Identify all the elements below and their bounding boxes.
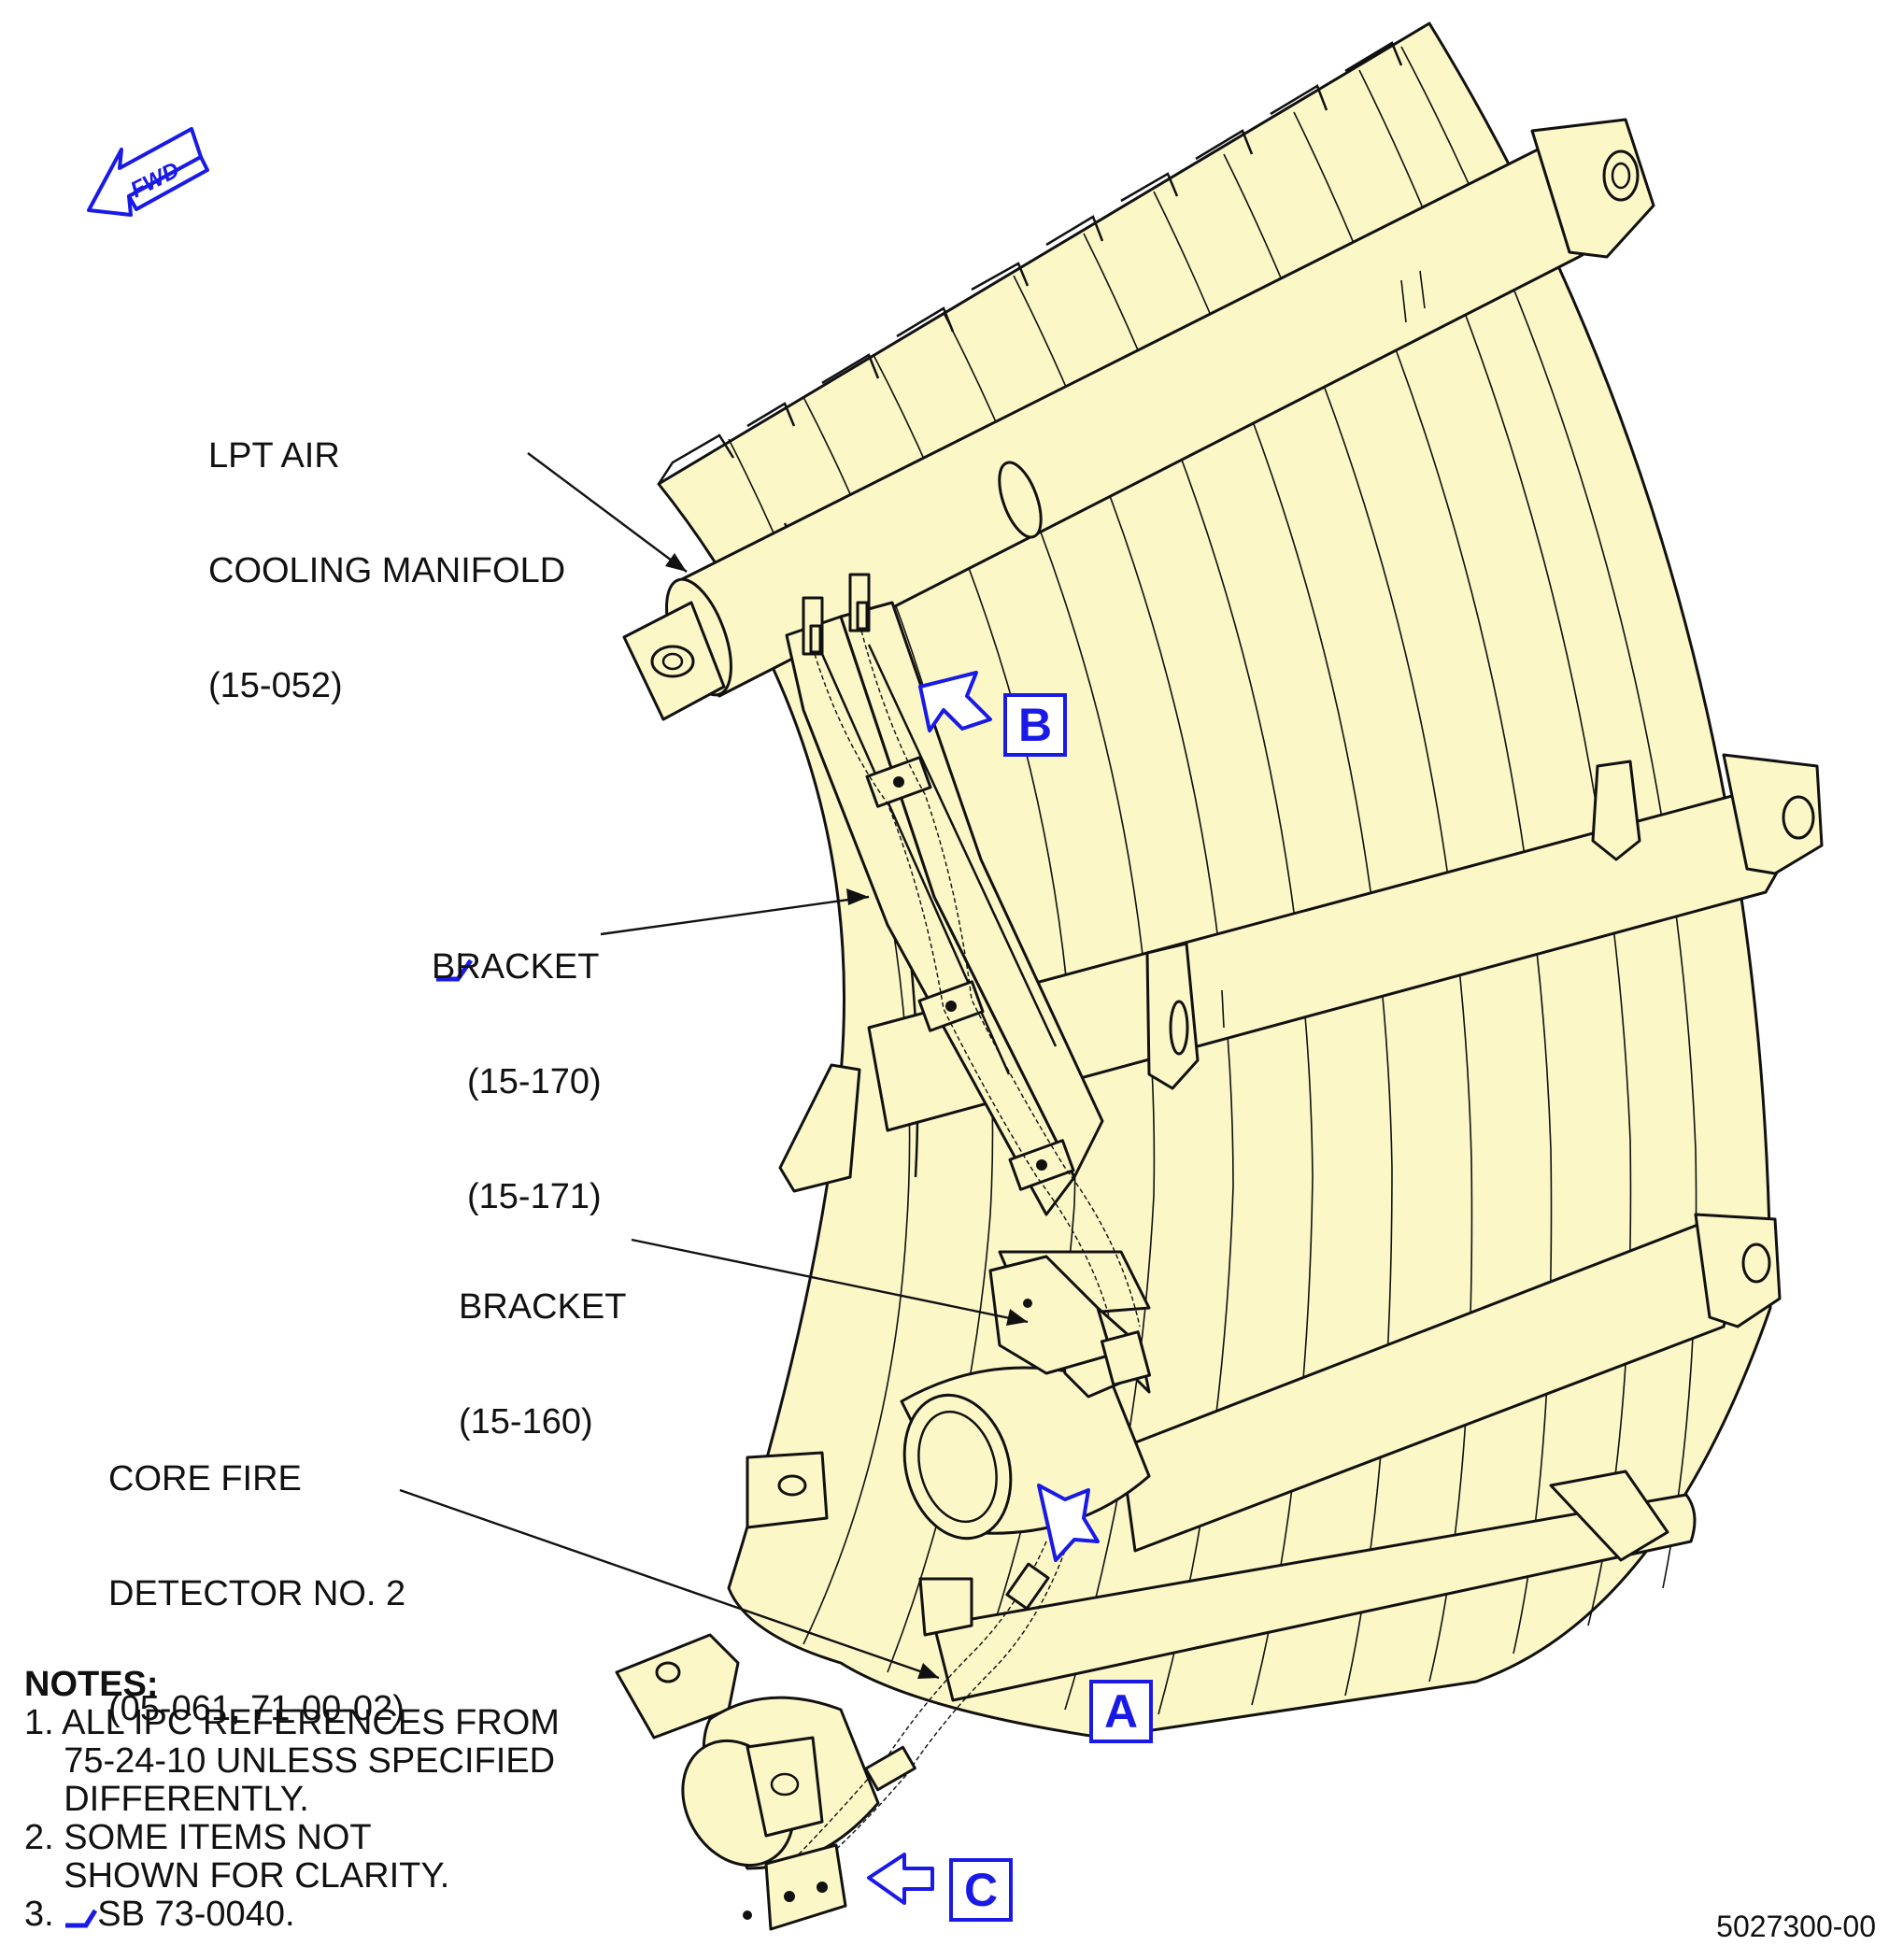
note-line: 2. SOME ITEMS NOT <box>24 1818 372 1857</box>
label-bracket-15-170: BRACKET (15-170) (15-171) <box>432 872 602 1255</box>
lpt-air-cooling-manifold-tube <box>622 118 1655 721</box>
bracket-15-160 <box>988 1255 1152 1394</box>
fwd-orientation-arrow <box>87 127 209 217</box>
note-line: SHOWN FOR CLARITY. <box>24 1856 450 1896</box>
label-core-fire-detector: CORE FIRE DETECTOR NO. 2 (05-061, 71-00-… <box>108 1384 405 1767</box>
view-arrow-a <box>1037 1484 1100 1562</box>
label-line: DETECTOR NO. 2 <box>108 1574 406 1613</box>
core-fire-detector-no-2 <box>743 1541 1066 1931</box>
label-bracket-15-160: BRACKET (15-160) <box>459 1212 626 1480</box>
note-line: 1. ALL IPC REFERENCES FROM <box>24 1703 560 1742</box>
notes-title: NOTES: <box>24 1665 159 1704</box>
callout-view-b: B <box>1003 693 1067 757</box>
label-line: (15-171) <box>467 1177 602 1216</box>
view-arrow-c <box>867 1853 934 1905</box>
note-number: 3. <box>24 1895 64 1934</box>
detector-bracket-15-170 <box>785 573 1141 1328</box>
label-line: (05-061, 71-00-02) <box>108 1689 405 1728</box>
note-text: SB 73-0040. <box>97 1895 295 1934</box>
view-arrow-b <box>918 671 992 732</box>
label-line: (15-052) <box>208 666 343 705</box>
sb-marker-icon <box>436 953 474 982</box>
inner-edge-brackets <box>615 1063 973 1740</box>
figure-id: 5027300-00 <box>1716 1910 1876 1943</box>
middle-manifold-tube <box>867 753 1824 1132</box>
bottom-duct-elbow <box>681 1696 880 1870</box>
label-line: CORE FIRE <box>108 1459 302 1498</box>
leader-lines <box>399 452 1029 1680</box>
label-line: BRACKET <box>459 1287 627 1327</box>
label-line: (15-170) <box>467 1062 602 1101</box>
note-3: 3. SB 73-0040. <box>24 1896 560 1934</box>
label-line: COOLING MANIFOLD <box>208 551 566 590</box>
label-lpt-air-cooling-manifold: LPT AIR COOLING MANIFOLD (15-052) <box>208 361 565 744</box>
label-line: BRACKET <box>432 947 600 987</box>
notes-block: NOTES: 1. ALL IPC REFERENCES FROM 75-24-… <box>24 1666 560 1934</box>
label-line: LPT AIR <box>208 436 340 476</box>
lower-manifold-tube <box>932 1213 1782 1702</box>
note-line: 75-24-10 UNLESS SPECIFIED <box>24 1741 556 1781</box>
callout-view-a: A <box>1089 1680 1153 1743</box>
sb-marker-icon <box>65 1909 98 1928</box>
note-line: DIFFERENTLY. <box>24 1780 309 1819</box>
callout-view-c: C <box>949 1858 1013 1922</box>
label-line: (15-160) <box>459 1402 593 1442</box>
